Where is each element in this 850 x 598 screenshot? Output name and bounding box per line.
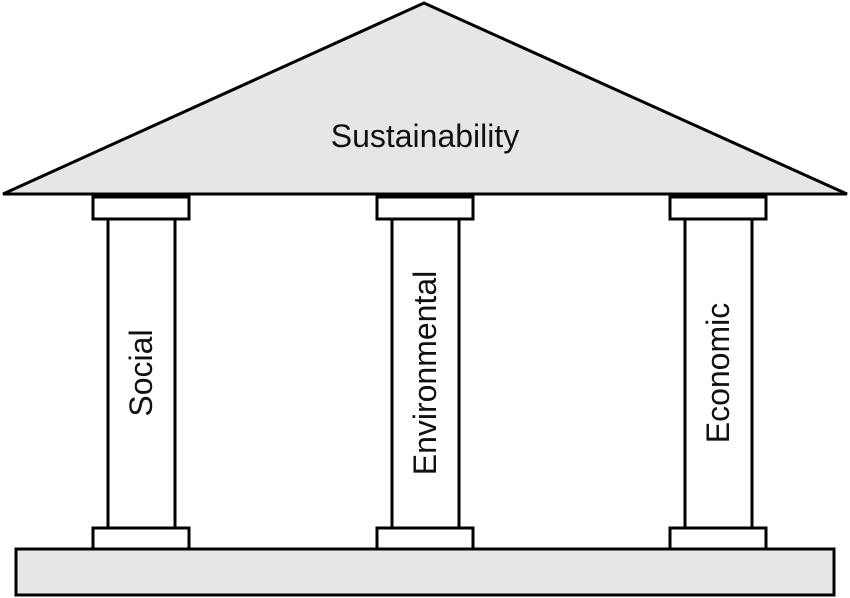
pillar-shaft xyxy=(390,217,461,530)
pillar-label-environmental: Environmental xyxy=(407,271,443,476)
pillar-social: Social xyxy=(91,195,191,551)
roof-triangle xyxy=(2,1,848,196)
pillar-foot xyxy=(91,526,191,551)
pillar-shaft xyxy=(106,217,177,530)
pillar-foot xyxy=(375,526,475,551)
pillar-capital xyxy=(91,195,191,221)
base-plinth xyxy=(14,547,836,597)
pillar-environmental: Environmental xyxy=(375,195,475,551)
pillar-capital xyxy=(668,195,768,221)
pillar-capital xyxy=(375,195,475,221)
pillar-economic: Economic xyxy=(668,195,768,551)
pillar-label-social: Social xyxy=(123,329,159,416)
pillar-foot xyxy=(668,526,768,551)
pillar-label-economic: Economic xyxy=(700,303,736,444)
roof-label: Sustainability xyxy=(331,118,520,154)
